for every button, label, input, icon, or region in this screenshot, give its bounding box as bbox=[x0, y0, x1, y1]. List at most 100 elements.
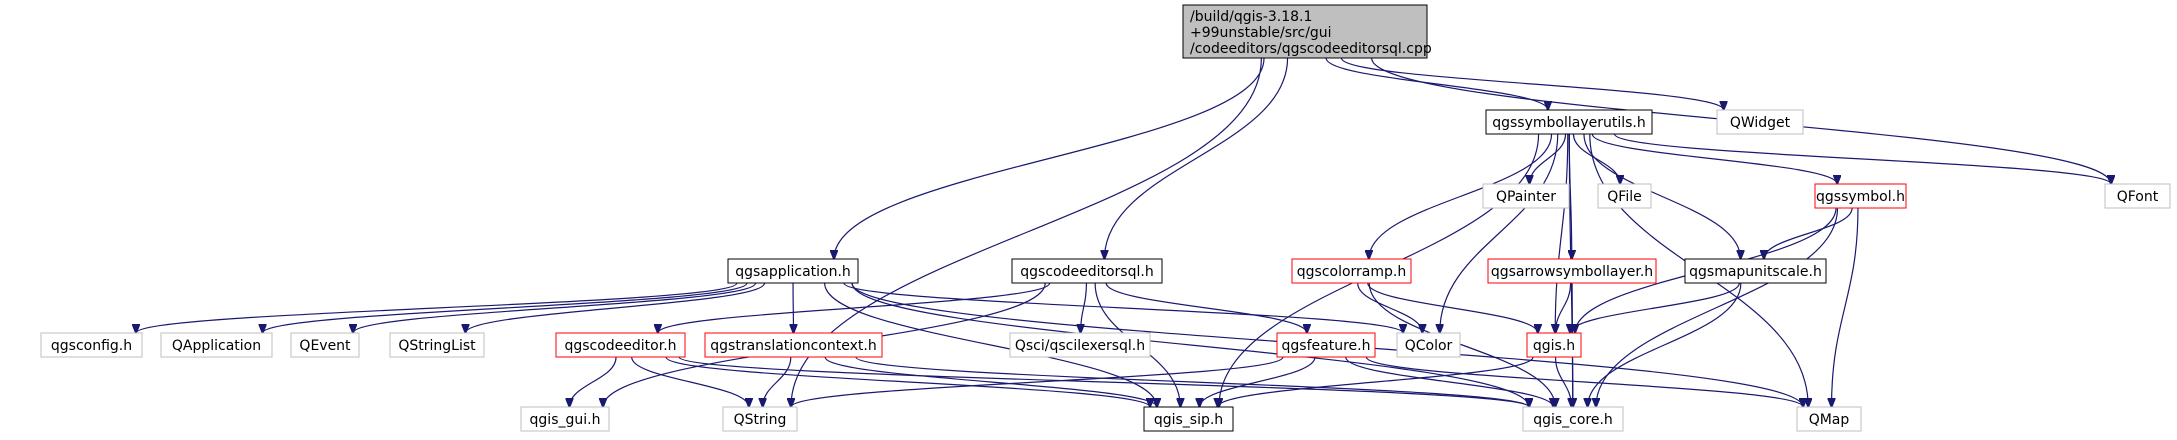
node-label: QString bbox=[734, 412, 787, 428]
edge-qgscodeeditorsql-to-qgsfeature bbox=[1105, 282, 1307, 333]
node-label: QWidget bbox=[1730, 115, 1791, 131]
node-box bbox=[555, 332, 686, 358]
node-label: QColor bbox=[1405, 338, 1453, 354]
edge-qgscodeeditorsql-to-qsciqscilexersql bbox=[1081, 282, 1088, 333]
node-qgsapplication[interactable]: qgsapplication.h bbox=[727, 258, 859, 284]
node-box bbox=[2104, 183, 2171, 209]
node-label: /codeeditors/qgscodeeditorsql.cpp bbox=[1190, 41, 1432, 57]
node-qgscodeeditorsql[interactable]: qgscodeeditorsql.h bbox=[1011, 258, 1163, 284]
node-box bbox=[1796, 406, 1862, 432]
edge-qgssymbollayerutils-to-qpainter bbox=[1529, 133, 1567, 184]
node-qsciqscilexersql: Qsci/qscilexersql.h bbox=[1009, 332, 1151, 358]
node-qgssymbollayerutils[interactable]: qgssymbollayerutils.h bbox=[1485, 109, 1653, 135]
node-label: /build/qgis-3.18.1 bbox=[1190, 9, 1312, 25]
edge-root-to-qwidget bbox=[1340, 57, 1723, 110]
edge-qgssymbollayerutils-to-qgssymbol bbox=[1591, 133, 1837, 184]
node-label: QMap bbox=[1809, 412, 1850, 428]
node-box bbox=[704, 332, 883, 358]
node-box bbox=[1396, 332, 1461, 358]
node-box bbox=[722, 406, 798, 432]
node-qgsarrowsymbollayer[interactable]: qgsarrowsymbollayer.h bbox=[1487, 258, 1657, 284]
node-qgsmapunitscale[interactable]: qgsmapunitscale.h bbox=[1684, 258, 1827, 284]
node-box bbox=[1485, 109, 1653, 135]
edge-qgsapplication-to-qstringlist bbox=[465, 282, 766, 333]
node-root[interactable]: /build/qgis-3.18.1+99unstable/src/gui/co… bbox=[1182, 4, 1432, 59]
edge-qgscolorramp-to-qgis_core bbox=[1368, 282, 1555, 407]
node-label: +99unstable/src/gui bbox=[1190, 25, 1332, 41]
edge-qgssymbollayerutils-to-qcolor bbox=[1440, 133, 1559, 333]
node-qgsfeature[interactable]: qgsfeature.h bbox=[1276, 332, 1376, 358]
edge-qgstranslationcontext-to-qgis_sip bbox=[824, 356, 1157, 407]
node-box bbox=[160, 332, 273, 358]
node-qcolor: QColor bbox=[1396, 332, 1461, 358]
node-box bbox=[1487, 258, 1657, 284]
edge-qgssymbollayerutils-to-qgsmapunitscale bbox=[1583, 133, 1741, 259]
node-box bbox=[1526, 332, 1582, 358]
edge-qgssymbollayerutils-to-qgscolorramp bbox=[1369, 133, 1553, 259]
edge-root-to-qgssymbollayerutils bbox=[1325, 57, 1548, 110]
edge-qgsapplication-to-qgsconfig bbox=[136, 282, 738, 333]
node-qapplication: QApplication bbox=[160, 332, 273, 358]
edge-qgsfeature-to-qgis_sip bbox=[1200, 356, 1316, 407]
node-label: qgsconfig.h bbox=[51, 338, 132, 354]
node-qgsconfig: qgsconfig.h bbox=[40, 332, 143, 358]
node-label: qgstranslationcontext.h bbox=[710, 338, 876, 354]
edge-qgscolorramp-to-qgis bbox=[1367, 282, 1538, 333]
node-label: Qsci/qscilexersql.h bbox=[1015, 338, 1145, 354]
edge-qgscodeeditor-to-qgis_core bbox=[678, 356, 1529, 407]
node-box bbox=[1009, 332, 1151, 358]
node-label: QPainter bbox=[1496, 189, 1556, 205]
edge-qgsapplication-to-qcolor bbox=[843, 282, 1403, 333]
node-qgis_sip[interactable]: qgis_sip.h bbox=[1143, 406, 1234, 432]
edge-qgscodeeditorsql-to-qgscodeeditor bbox=[658, 282, 1051, 333]
node-qgis[interactable]: qgis.h bbox=[1526, 332, 1582, 358]
node-box bbox=[1814, 183, 1907, 209]
edge-qgsarrowsymbollayer-to-qgis bbox=[1555, 282, 1572, 333]
node-qgssymbol[interactable]: qgssymbol.h bbox=[1814, 183, 1907, 209]
edge-qgis-to-qgis_sip bbox=[1218, 356, 1534, 407]
node-label: QFile bbox=[1607, 189, 1641, 205]
node-qmap: QMap bbox=[1796, 406, 1862, 432]
edge-qgssymbol-to-qmap bbox=[1832, 207, 1859, 407]
node-box bbox=[1522, 406, 1624, 432]
node-box bbox=[727, 258, 859, 284]
node-label: qgis_core.h bbox=[1533, 412, 1613, 428]
node-qgscodeeditor[interactable]: qgscodeeditor.h bbox=[555, 332, 686, 358]
node-box bbox=[1143, 406, 1234, 432]
node-label: qgsmapunitscale.h bbox=[1689, 264, 1822, 280]
node-qgscolorramp[interactable]: qgscolorramp.h bbox=[1291, 258, 1412, 284]
node-qgstranslationcontext[interactable]: qgstranslationcontext.h bbox=[704, 332, 883, 358]
node-label: qgscodeeditorsql.h bbox=[1020, 264, 1153, 280]
node-box bbox=[1684, 258, 1827, 284]
node-box bbox=[1276, 332, 1376, 358]
node-box bbox=[1597, 183, 1652, 209]
edge-root-to-qgsapplication bbox=[834, 57, 1265, 259]
node-label: qgsapplication.h bbox=[735, 264, 851, 280]
edge-qgis-to-qgis_core bbox=[1554, 356, 1572, 407]
node-box bbox=[1011, 258, 1163, 284]
edge-qgsapplication-to-qgis_core bbox=[851, 282, 1529, 407]
edge-qgssymbol-to-qgsmapunitscale bbox=[1764, 207, 1853, 259]
node-qfont: QFont bbox=[2104, 183, 2171, 209]
node-box bbox=[40, 332, 143, 358]
edge-qgsapplication-to-qevent bbox=[353, 282, 757, 333]
edge-qgscodeeditor-to-qgis_sip bbox=[665, 356, 1150, 407]
node-label: QEvent bbox=[299, 338, 351, 354]
node-qstring: QString bbox=[722, 406, 798, 432]
edge-qgstranslationcontext-to-qgis_core bbox=[855, 356, 1529, 407]
node-label: QStringList bbox=[398, 338, 476, 354]
node-qwidget: QWidget bbox=[1716, 109, 1804, 135]
nodes-layer: /build/qgis-3.18.1+99unstable/src/gui/co… bbox=[40, 4, 2171, 432]
edge-qgsapplication-to-qgis_sip bbox=[824, 282, 1157, 407]
node-qgis_gui: qgis_gui.h bbox=[520, 406, 610, 432]
node-box bbox=[290, 332, 360, 358]
node-label: qgsarrowsymbollayer.h bbox=[1491, 264, 1653, 280]
edge-qgsapplication-to-qapplication bbox=[263, 282, 748, 333]
edge-qgssymbol-to-qgis_core bbox=[1596, 207, 1839, 407]
node-label: qgscodeeditor.h bbox=[564, 338, 676, 354]
node-qstringlist: QStringList bbox=[389, 332, 485, 358]
node-label: qgis.h bbox=[1533, 338, 1575, 354]
node-qpainter: QPainter bbox=[1482, 183, 1570, 209]
node-label: QApplication bbox=[172, 338, 261, 354]
